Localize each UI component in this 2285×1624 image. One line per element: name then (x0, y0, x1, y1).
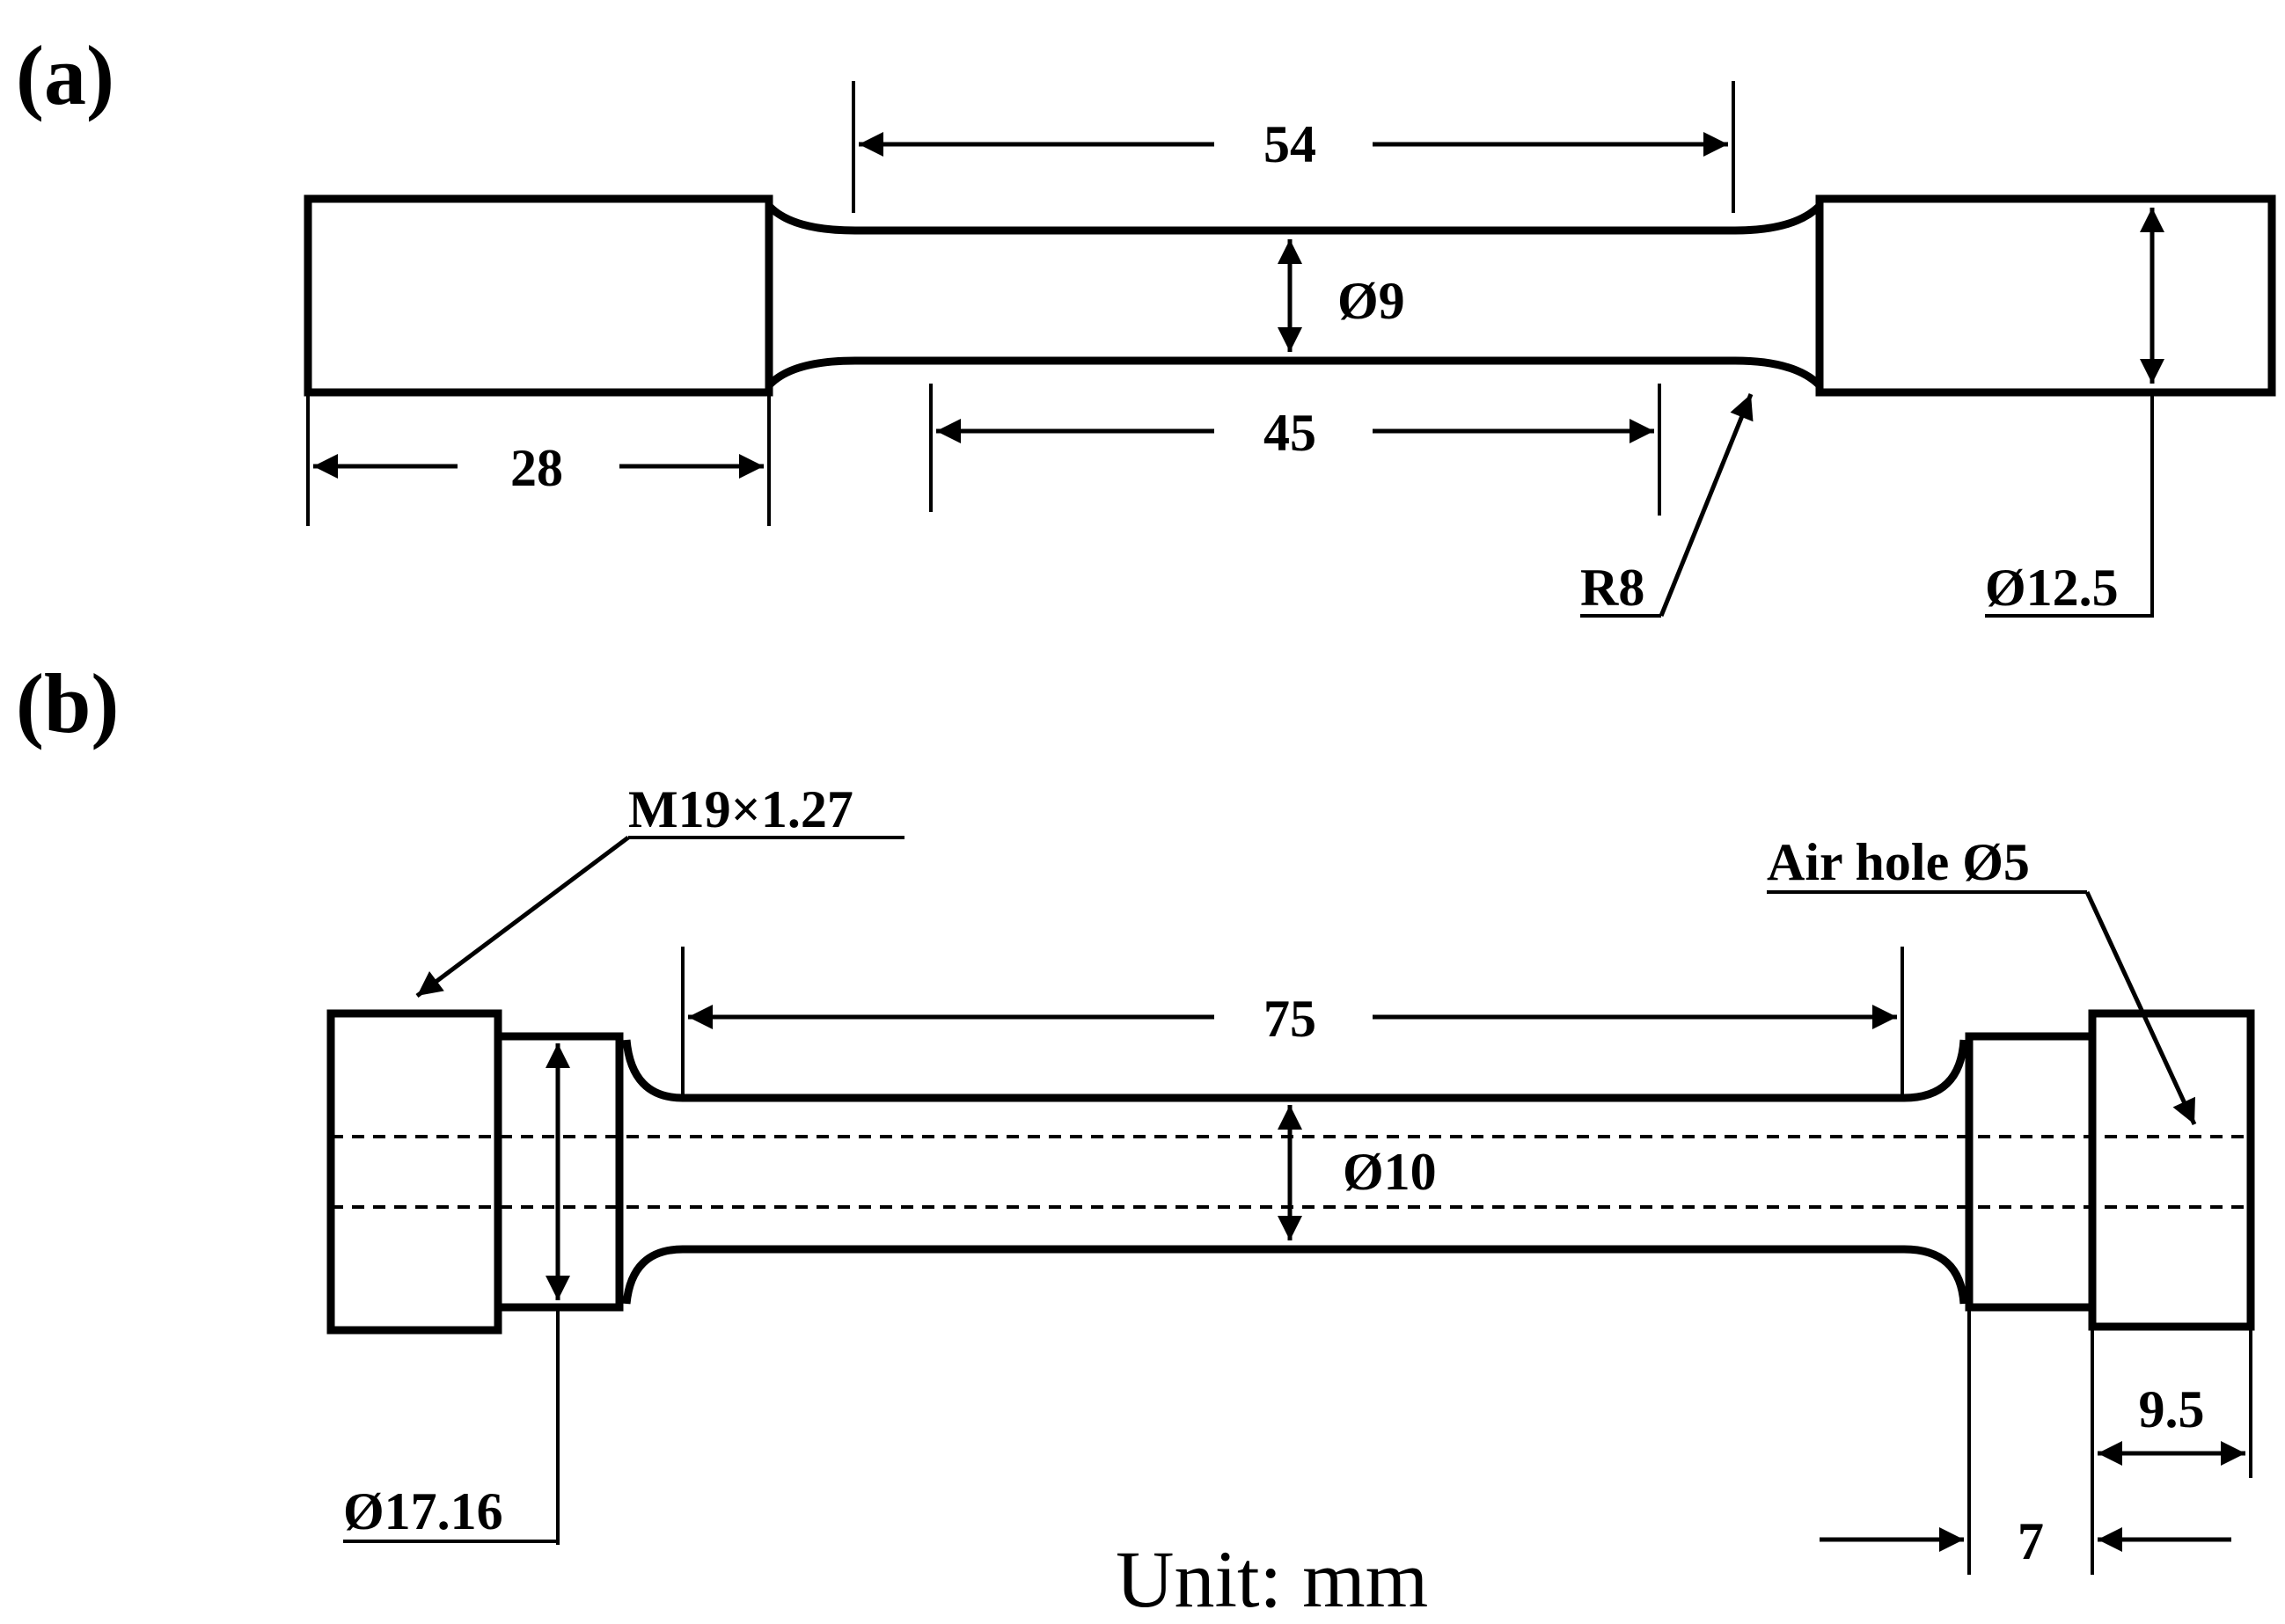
b-thread-leader (415, 836, 630, 998)
b-right-shoulder (1965, 1032, 2097, 1312)
a-dim-28-label: 28 (510, 439, 563, 497)
b-dia17-16-label: Ø17.16 (343, 1482, 503, 1540)
panel-a: (a) 54 Ø9 45 28 R8 (16, 28, 2276, 618)
b-right-head (2088, 1009, 2255, 1331)
b-gauge-bottom (622, 1245, 1968, 1305)
a-r8-label: R8 (1580, 559, 1644, 617)
b-gauge-top (622, 1039, 1968, 1102)
b-dim-7-label: 7 (2018, 1512, 2044, 1570)
b-dim-75-label: 75 (1263, 990, 1316, 1048)
a-dim-dia9-label: Ø9 (1337, 272, 1405, 330)
a-gauge-bottom (765, 356, 1823, 389)
panel-b-label: (b) (16, 656, 119, 750)
a-r8-leader (1659, 393, 1754, 617)
a-dia12-5-label: Ø12.5 (1985, 559, 2119, 617)
panel-b: (b) M19×1.27 Air hole Ø5 75 Ø10 (16, 656, 2255, 1575)
a-left-grip (304, 194, 773, 397)
a-gauge-top (765, 202, 1823, 235)
b-left-head (326, 1009, 502, 1335)
a-dim-45-label: 45 (1263, 404, 1316, 462)
b-dim-9-5-label: 9.5 (2139, 1380, 2205, 1438)
b-dim-dia10-label: Ø10 (1343, 1143, 1437, 1201)
b-airhole-label: Air hole Ø5 (1767, 833, 2030, 891)
b-thread-label: M19×1.27 (628, 780, 853, 838)
unit-label: Unit: mm (1116, 1534, 1428, 1624)
a-right-grip (1815, 194, 2276, 397)
panel-a-label: (a) (16, 28, 114, 122)
a-dim-54-label: 54 (1263, 115, 1316, 173)
b-airhole-leader (2084, 890, 2197, 1126)
